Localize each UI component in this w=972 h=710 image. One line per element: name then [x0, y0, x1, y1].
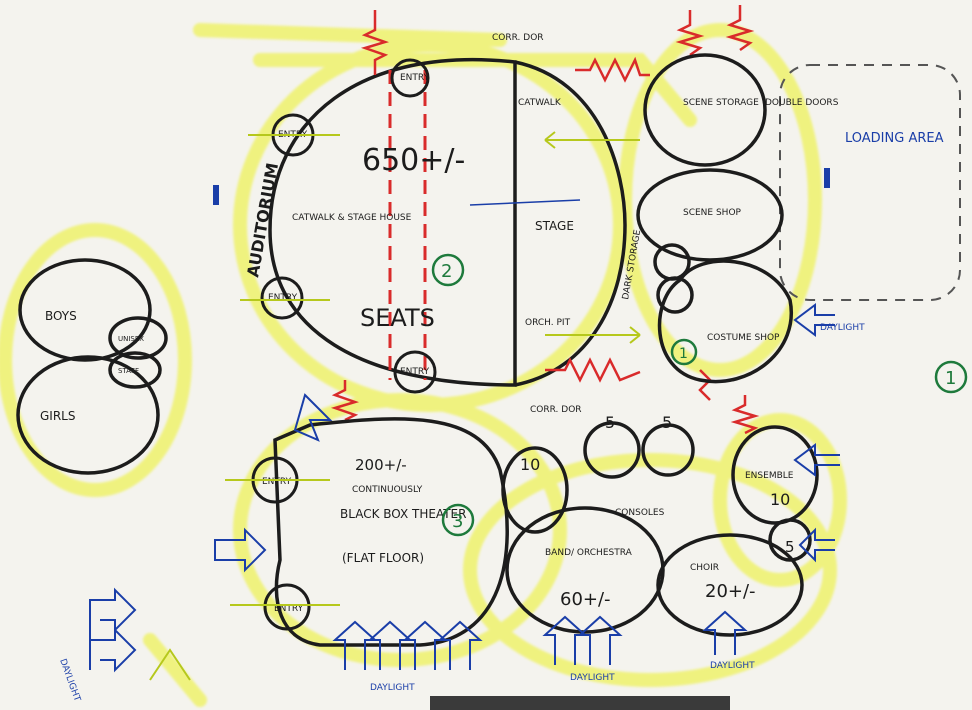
girls-label: GIRLS — [40, 409, 75, 423]
catwalk-label: CATWALK — [518, 98, 562, 108]
black-box-number: 3 — [452, 511, 463, 532]
corridor-top-label: CORR. DOR — [492, 33, 544, 43]
band-daylight-label: DAYLIGHT — [570, 673, 615, 683]
entry-label-lower-left: ENTRY — [268, 293, 298, 303]
black-box-daylight-label: DAYLIGHT — [370, 683, 415, 693]
choir-daylight-label: DAYLIGHT — [710, 661, 755, 671]
photo-edge — [430, 696, 730, 710]
auditorium-seats-label: SEATS — [360, 304, 435, 332]
ensemble-size: 10 — [770, 490, 790, 509]
black-box-entry-upper: ENTRY — [262, 477, 292, 487]
blue-marker-left — [213, 185, 219, 205]
staff-label: STAFF — [118, 367, 139, 375]
band-size: 60+/- — [560, 589, 611, 610]
corridor-middle-label: CORR. DOR — [530, 405, 582, 415]
shop-number: 1 — [679, 346, 688, 362]
auditorium-seat-count: 650+/- — [362, 143, 465, 178]
boys-label: BOYS — [45, 309, 77, 323]
entry-label-top: ENTRY — [400, 73, 430, 83]
black-box-sub: CONTINUOUSLY — [352, 485, 423, 495]
practice-room-b-size: 5 — [662, 413, 672, 432]
double-doors-label: DOUBLE DOORS — [765, 98, 839, 108]
loading-area-label: LOADING AREA — [845, 131, 944, 146]
choir-size: 20+/- — [705, 581, 756, 602]
band-label: BAND/ ORCHESTRA — [545, 548, 633, 558]
auditorium-number: 2 — [441, 261, 452, 282]
practice-room-10-size: 10 — [520, 455, 540, 474]
unisex-label: UNISEX — [118, 335, 144, 343]
practice-room-a-size: 5 — [605, 413, 615, 432]
practice-room-small-size: 5 — [785, 538, 795, 556]
blue-marker-right — [824, 168, 830, 188]
black-box-type: (FLAT FLOOR) — [342, 551, 424, 565]
consoles-label: CONSOLES — [615, 508, 665, 518]
scene-storage-label: SCENE STORAGE — [683, 98, 759, 108]
ensemble-label: ENSEMBLE — [745, 471, 794, 481]
stage-house-label: CATWALK & STAGE HOUSE — [292, 213, 412, 223]
stage-label: STAGE — [535, 219, 574, 233]
scene-shop-label: SCENE SHOP — [683, 208, 742, 218]
black-box-size: 200+/- — [355, 456, 407, 474]
orchestra-pit-label: ORCH. PIT — [525, 318, 571, 328]
entry-label-bottom: ENTRY — [400, 367, 430, 377]
choir-label: CHOIR — [690, 563, 719, 573]
right-number: 1 — [945, 368, 956, 389]
costume-shop-label: COSTUME SHOP — [707, 333, 780, 343]
